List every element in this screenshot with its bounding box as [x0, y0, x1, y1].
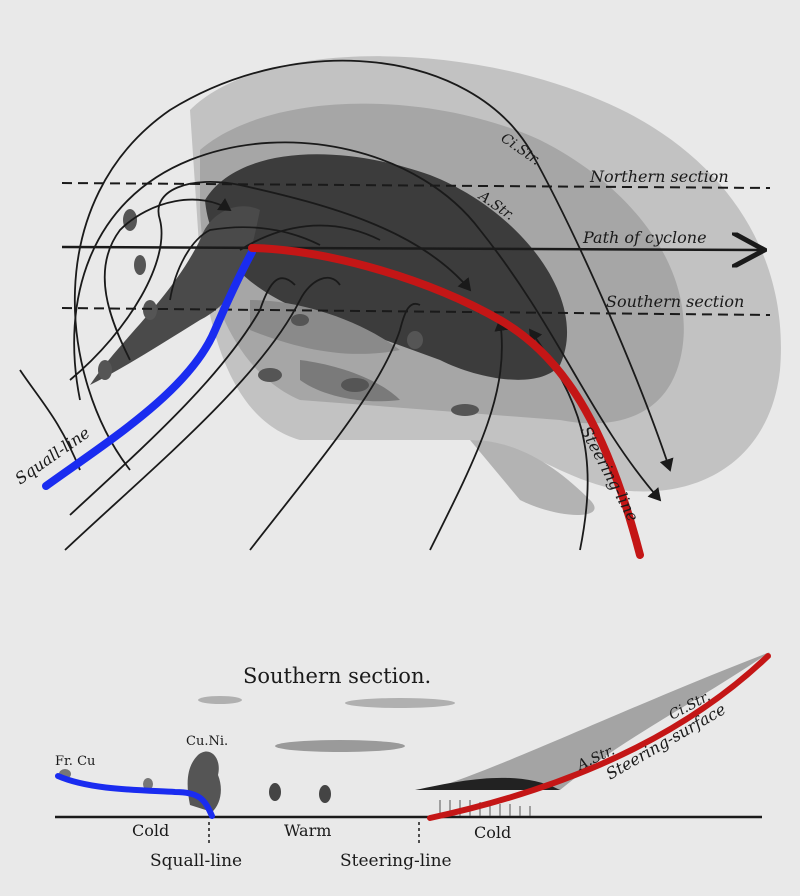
warm-label: Warm — [284, 821, 331, 840]
northern-section-label: Northern section — [589, 167, 729, 186]
cu-ni-label: Cu.Ni. — [186, 734, 228, 749]
southern-section-label: Southern section — [606, 292, 744, 311]
squall-line-bottom-label: Squall-line — [150, 851, 242, 871]
cold-right-label: Cold — [474, 823, 511, 842]
path-of-cyclone-label: Path of cyclone — [582, 228, 707, 247]
cumulus-clouds — [59, 752, 331, 812]
southern-section-title: Southern section. — [243, 664, 431, 688]
steering-line-bottom-label: Steering-line — [340, 851, 452, 871]
cold-left-label: Cold — [132, 821, 169, 840]
fr-cu-label: Fr. Cu — [55, 754, 95, 769]
